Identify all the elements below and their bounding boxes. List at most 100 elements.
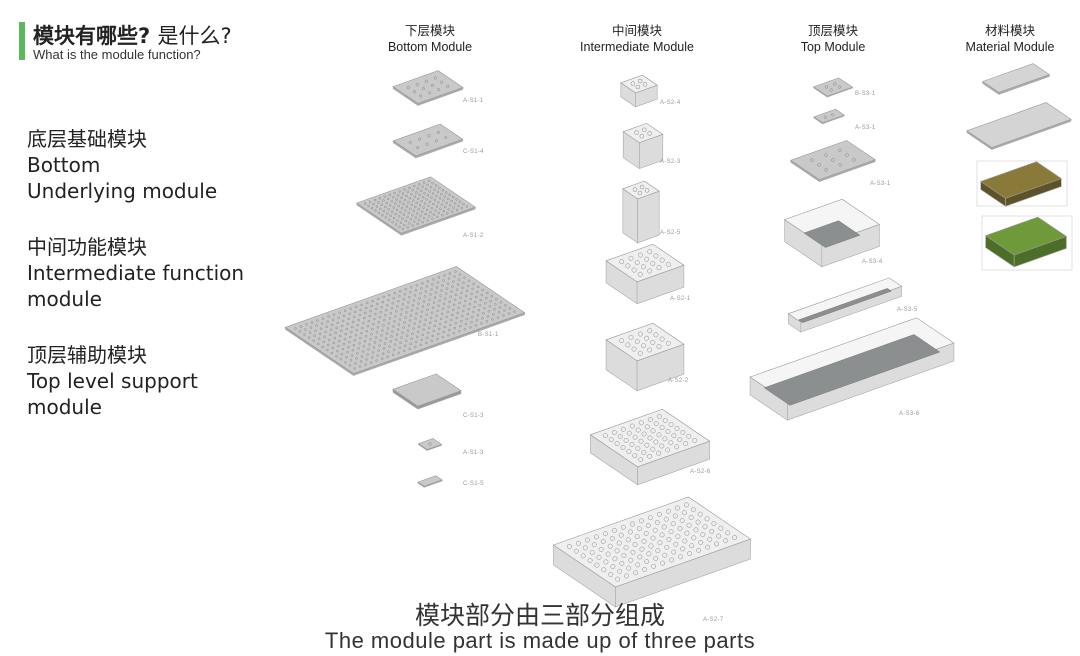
- block-a-s2-7-hole: [704, 516, 710, 522]
- plate-b-s1-1-hole: [463, 299, 467, 303]
- block-a-s2-7-hole: [616, 540, 622, 546]
- plate-a-s1-2-hole: [416, 222, 419, 226]
- plate-b-s1-1-hole: [420, 310, 424, 313]
- column-cn: 中间模块: [611, 24, 662, 38]
- plate-b-s1-1-hole: [353, 367, 356, 370]
- block-a-s2-7-hole: [591, 542, 597, 548]
- plate-b-s1-1-hole: [399, 341, 402, 344]
- plate-a-s1-2-hole: [432, 202, 435, 206]
- plate-b-s1-1-hole: [413, 322, 416, 325]
- plate-a-s1-2-hole: [445, 201, 448, 205]
- plate-b-s1-1-hole: [448, 272, 452, 275]
- plate-a-s1-2-hole: [434, 209, 437, 212]
- plate-b-s1-1-hole: [299, 325, 303, 328]
- plate-b-s1-1-hole: [397, 323, 401, 326]
- plate-a-s1-2-hole: [388, 204, 392, 207]
- plate-b-s1-1-hole: [403, 344, 407, 348]
- plate-b-s1-1-hole: [415, 284, 419, 287]
- block-a-s2-7-hole: [725, 530, 731, 536]
- plate-b-s1-1-hole: [487, 310, 491, 313]
- plate-b-s1-1-hole: [418, 297, 421, 300]
- plate-a-s1-2-hole: [457, 204, 460, 208]
- plate-b-s1-1-hole: [401, 303, 405, 306]
- plate-b-s1-1-hole: [387, 350, 390, 353]
- plate-a-s1-2-hole: [430, 196, 433, 199]
- block-a-s2-7-hole: [683, 502, 689, 508]
- block-a-s2-2-hole: [650, 339, 656, 345]
- plate-a-s1-2-hole: [427, 179, 431, 183]
- plate-b-s1-1-hole: [440, 289, 443, 292]
- plate-a-s1-2-hole: [418, 204, 422, 207]
- block-a-s2-7-hole: [650, 535, 656, 541]
- plate-b-s1-1-hole: [425, 336, 429, 340]
- plate-a-s1-2-hole: [420, 210, 424, 213]
- plate-a-s1-2-hole: [448, 204, 452, 207]
- plate-b-s1-1-hole: [322, 340, 325, 344]
- plate-a-s1-2-hole: [395, 208, 399, 212]
- plate-a-s1-2-hole: [405, 205, 409, 208]
- plate-b-s1-1-hole: [315, 324, 318, 327]
- plate-b-s1-1-hole: [426, 308, 429, 311]
- plate-b-s1-1-hole: [351, 349, 355, 352]
- block-a-s2-6-hole: [671, 433, 677, 439]
- plate-a-s1-2-hole: [398, 190, 401, 193]
- plate-b-s1-1-hole: [411, 304, 415, 307]
- plate-a-s1-2-hole: [393, 202, 397, 205]
- plate-a-s1-2-hole: [397, 204, 400, 208]
- plate-b-s1-1-hole: [396, 328, 400, 331]
- plate-a-s1-2-hole: [380, 203, 384, 206]
- block-a-s2-5-top: [622, 180, 660, 200]
- plate-b-s1-1-hole: [414, 317, 417, 320]
- block-a-s2-7-hole: [653, 556, 659, 561]
- plate-b-s1-1-hole: [389, 312, 393, 315]
- block-a-s2-6-hole: [668, 421, 674, 427]
- plate-b-s1-1-hole: [379, 310, 383, 314]
- plate-b-s1-1-hole: [439, 317, 443, 321]
- plate-b-s1-1-hole: [368, 314, 372, 318]
- block-a-s2-7-hole: [593, 534, 599, 540]
- plate-b-s1-1-hole: [461, 286, 464, 290]
- plate-b-s1-1-hole: [457, 306, 460, 310]
- plate-b-s1-1-hole: [449, 295, 452, 298]
- plate-b-s1-1-hole: [396, 305, 399, 308]
- plate-b-s1-1-hole: [352, 343, 356, 347]
- plate-a-s1-2-hole: [436, 190, 440, 194]
- module-label: A-S2-7: [703, 617, 724, 623]
- block-a-s2-6-hole: [635, 427, 641, 433]
- block-a-s2-7-hole: [718, 525, 724, 531]
- module-label: A-S2-2: [668, 378, 689, 384]
- plate-b-s1-1-hole: [473, 305, 476, 309]
- plate-b-s1-1-hole: [420, 287, 423, 290]
- plate-b-s1-1-hole: [435, 314, 438, 318]
- plate-a-s1-2-hole: [406, 226, 410, 229]
- plate-b-s1-1-hole: [430, 311, 434, 314]
- plate-b-s1-1-hole: [320, 322, 324, 325]
- block-a-s2-7-hole: [656, 512, 662, 517]
- plate-b-s1-1-hole: [370, 356, 374, 359]
- plate-b-s1-1-hole: [385, 332, 389, 335]
- plate-b-s1-1-hole: [439, 294, 442, 297]
- plate-a-s1-2-hole: [462, 202, 465, 206]
- plate-b-s1-1-hole: [375, 331, 379, 334]
- plate-b-s1-1-hole: [330, 323, 334, 327]
- plate-c-s1-4-hole: [434, 139, 438, 143]
- plate-b-s1-1-hole: [358, 365, 362, 368]
- plate-b-s1-1-hole: [360, 303, 363, 307]
- plate-b-s1-1-hole: [374, 336, 378, 339]
- plate-b-s1-1-hole: [381, 300, 385, 304]
- plate-b-s1-1-hole: [430, 288, 433, 291]
- plate-b-s1-1-hole: [448, 300, 451, 304]
- plate-b-s1-1-hole: [422, 300, 426, 303]
- plate-b-s1-1-hole: [309, 326, 313, 329]
- block-a-s2-6-hole: [683, 441, 689, 447]
- plate-b-s1-1-hole: [430, 339, 434, 343]
- plate-b-s1-1-hole: [475, 290, 479, 294]
- plate-b-s1-1-hole: [398, 294, 401, 298]
- plate-b-s1-1-hole: [513, 310, 516, 313]
- block-a-s2-7-hole: [609, 535, 615, 541]
- block-a-s2-7-hole: [627, 529, 633, 535]
- plate-a-s1-2-hole: [437, 201, 440, 204]
- plate-a-s1-2-hole: [391, 220, 394, 224]
- plate-b-s1-1-hole: [364, 363, 367, 366]
- plate-a-s1-2-hole: [460, 206, 464, 210]
